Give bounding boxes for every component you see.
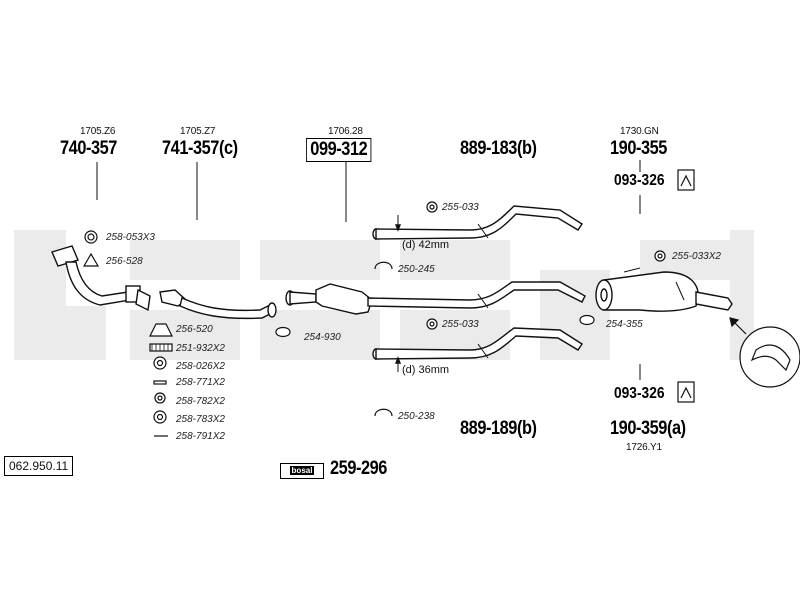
small-part-label[interactable]: 258-026X2 <box>176 361 225 372</box>
small-part-label[interactable]: 256-528 <box>106 256 143 267</box>
part-number-5[interactable]: 190-355 <box>610 138 667 159</box>
rear-silencer <box>595 267 733 312</box>
diameter-label-lower: (d) 36mm <box>402 364 450 376</box>
diagram-code: 062.950.11 <box>4 456 74 476</box>
small-part-label[interactable]: 251-932X2 <box>176 343 225 354</box>
detail-circle <box>729 317 800 388</box>
part-ref-3: 1706.28 <box>328 126 363 137</box>
small-part-label[interactable]: 254-355 <box>606 319 643 330</box>
small-part-label[interactable]: 255-033X2 <box>672 251 721 262</box>
catalyst-pipe <box>285 281 586 315</box>
small-part-label[interactable]: 258-791X2 <box>176 431 225 442</box>
mount-icons <box>677 169 695 403</box>
part-number-3[interactable]: 099-312 <box>306 138 372 162</box>
small-part-label[interactable]: 258-782X2 <box>176 396 225 407</box>
part-ref-7: 1726.Y1 <box>626 442 662 453</box>
part-number-7[interactable]: 190-359(a) <box>610 418 686 439</box>
leader-lines <box>96 160 641 380</box>
small-part-label[interactable]: 256-520 <box>176 324 213 335</box>
small-part-label[interactable]: 250-238 <box>398 411 435 422</box>
small-part-icons <box>82 201 666 437</box>
part-number-4[interactable]: 889-183(b) <box>460 138 537 159</box>
part-number-2[interactable]: 741-357(c) <box>162 138 238 159</box>
mount-number-1[interactable]: 093-326 <box>614 172 665 189</box>
part-ref-5: 1730.GN <box>620 126 659 137</box>
small-part-label[interactable]: 258-783X2 <box>176 414 225 425</box>
small-part-label[interactable]: 255-033 <box>442 319 479 330</box>
small-part-label[interactable]: 258-771X2 <box>176 377 225 388</box>
part-number-6[interactable]: 889-189(b) <box>460 418 537 439</box>
part-number-1[interactable]: 740-357 <box>60 138 117 159</box>
intermediate-pipe <box>159 289 277 320</box>
bosal-kit-icon: bosal <box>280 463 324 479</box>
small-part-label[interactable]: 258-053X3 <box>106 232 155 243</box>
mount-number-2[interactable]: 093-326 <box>614 385 665 402</box>
kit-number[interactable]: 259-296 <box>330 458 387 479</box>
small-part-label[interactable]: 250-245 <box>398 264 435 275</box>
part-ref-1: 1705.Z6 <box>80 126 116 137</box>
part-ref-2: 1705.Z7 <box>180 126 216 137</box>
tailpipe-upper <box>372 205 583 240</box>
front-pipe <box>51 245 151 312</box>
small-part-label[interactable]: 255-033 <box>442 202 479 213</box>
diameter-label-upper: (d) 42mm <box>402 239 450 251</box>
small-part-label[interactable]: 254-930 <box>304 332 341 343</box>
brand-tag: bosal <box>289 466 315 475</box>
tailpipe-lower <box>372 327 583 372</box>
